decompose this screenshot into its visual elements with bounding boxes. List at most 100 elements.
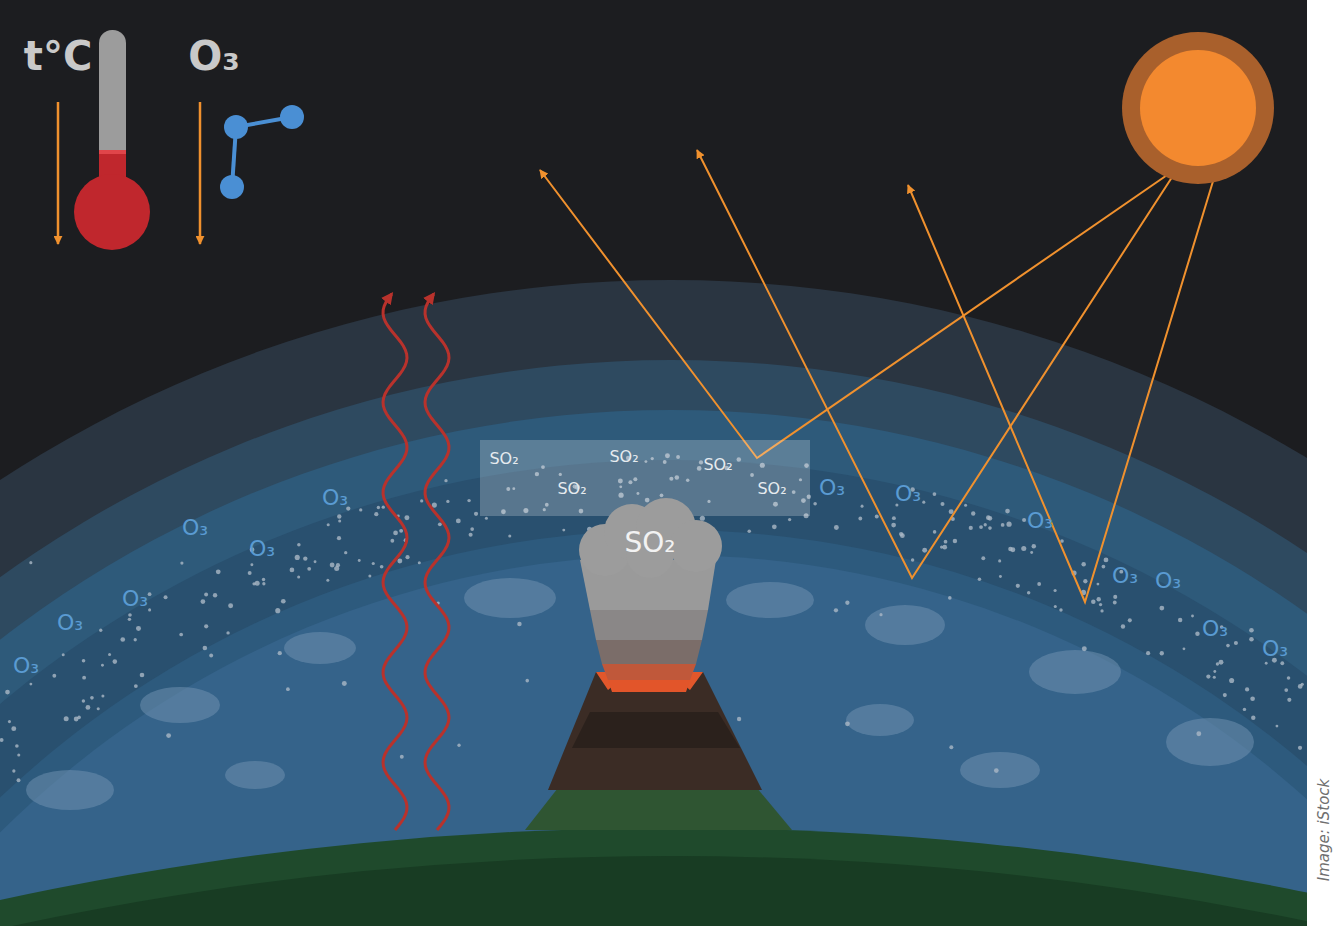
aerosol-dot (213, 593, 217, 597)
aerosol-dot (940, 502, 944, 506)
aerosol-dot (136, 626, 141, 631)
aerosol-dot (99, 629, 102, 632)
aerosol-dot (297, 576, 300, 579)
oxygen-atom (220, 175, 244, 199)
aerosol-dot (1099, 603, 1102, 606)
cloud (726, 582, 814, 618)
eruption-cloud: SO₂ (570, 502, 730, 576)
chemical-label: SO₂ (624, 526, 675, 559)
aerosol-dot (327, 523, 330, 526)
aerosol-dot (1206, 674, 1210, 678)
aerosol-dot (404, 515, 409, 520)
aerosol-dot (747, 529, 751, 533)
sunlight-ray (908, 178, 1214, 602)
cloud (464, 578, 556, 618)
aerosol-dot (1265, 662, 1268, 665)
aerosol-dot (393, 531, 398, 536)
aerosol-dot (700, 516, 705, 521)
aerosol-dot (97, 707, 100, 710)
aerosol-dot (390, 539, 394, 543)
aerosol-dot (470, 527, 474, 531)
aerosol-dot (1191, 615, 1194, 618)
aerosol-dot (8, 720, 11, 723)
aerosol-dot (281, 599, 286, 604)
aerosol-dot (337, 536, 341, 540)
aerosol-dot (953, 539, 957, 543)
aerosol-dot (108, 653, 111, 656)
ground-inner (0, 856, 1307, 926)
aerosol-dot (948, 596, 952, 600)
aerosol-band: SO₂SO₂SO₂SO₂SO₂ (480, 440, 810, 516)
aerosol-dot (1113, 595, 1117, 599)
aerosol-dot (933, 530, 937, 534)
aerosol-dot (77, 716, 81, 720)
aerosol-dot (344, 551, 347, 554)
aerosol-dot (380, 565, 384, 569)
cloud (140, 687, 220, 723)
aerosol-dot (326, 579, 329, 582)
ozone-label: O₃ (1202, 616, 1228, 641)
aerosol-dot (148, 608, 151, 611)
aerosol-dot (971, 511, 975, 515)
aerosol-dot (562, 529, 565, 532)
aerosol-dot (474, 512, 478, 516)
ozone-label: O₃ (249, 536, 275, 561)
aerosol-dot (11, 726, 16, 731)
cloud (225, 761, 285, 789)
aerosol-dot (1298, 684, 1303, 689)
aerosol-dot (17, 753, 20, 756)
ozone-label: O₃ (57, 610, 83, 635)
ozone-label: O₃ (322, 485, 348, 510)
aerosol-dot (979, 525, 983, 529)
aerosol-dot (140, 673, 145, 678)
aerosol-dot (1054, 589, 1057, 592)
aerosol-dot (922, 501, 925, 504)
aerosol-dot (900, 533, 905, 538)
ozone-label: O₃ (895, 481, 921, 506)
atmosphere-outer (0, 280, 1307, 926)
aerosol-dot (336, 563, 340, 567)
aerosol-dot (1249, 628, 1254, 633)
aerosol-dot (228, 603, 233, 608)
aerosol-dot (216, 569, 221, 574)
aerosol-dot (517, 622, 521, 626)
aerosol-dot (999, 575, 1002, 578)
aerosol-dot (879, 613, 882, 616)
aerosol-dot (248, 571, 252, 575)
aerosol-dot (1213, 670, 1216, 673)
aerosol-dot (307, 567, 311, 571)
aerosol-dot (988, 526, 992, 530)
plume-band (608, 680, 690, 692)
aerosol-dot (278, 651, 282, 655)
aerosol-dot (0, 738, 4, 742)
thermometer-mark (99, 150, 126, 154)
aerosol-dot (52, 674, 56, 678)
aerosol-dot (101, 664, 104, 667)
aerosol-dot (964, 504, 967, 507)
aerosol-dot (275, 608, 280, 613)
plume-band (590, 610, 708, 640)
aerosol-dot (86, 705, 91, 710)
aerosol-dot (1104, 558, 1109, 563)
aerosol-dot (82, 676, 86, 680)
aerosol-dot (262, 578, 265, 581)
aerosol-dot (861, 505, 864, 508)
aerosol-dot (457, 744, 460, 747)
aerosol-dot (813, 502, 817, 506)
aerosol-dot (82, 699, 85, 702)
aerosol-dots (0, 453, 1304, 782)
aerosol-dot (12, 769, 15, 772)
aerosol-dot (444, 479, 447, 482)
aerosol-dot (295, 555, 300, 560)
aerosol-dot (1010, 547, 1015, 552)
aerosol-dot (944, 540, 948, 544)
aerosol-dot (1216, 662, 1219, 665)
volcano-cone (548, 672, 762, 790)
aerosol-dot (250, 563, 253, 566)
aerosol-dot (399, 529, 403, 533)
aerosol-dot (204, 592, 208, 596)
aerosol-dot (737, 717, 741, 721)
sun (1140, 50, 1256, 166)
aerosol-dot (1287, 698, 1291, 702)
